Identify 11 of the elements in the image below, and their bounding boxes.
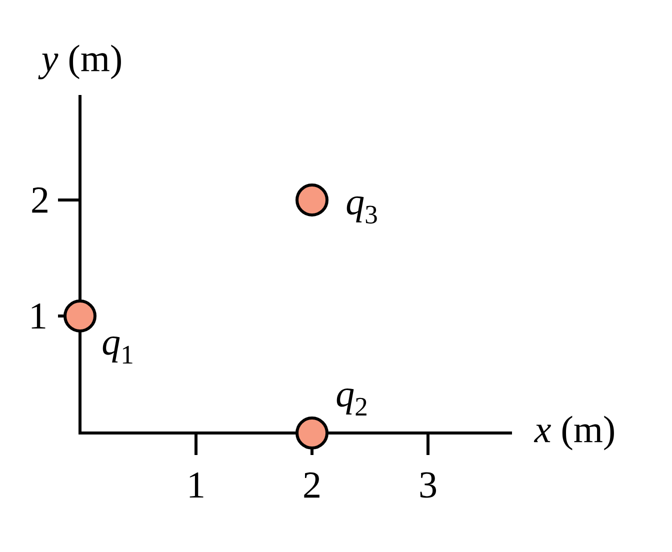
charge: [64, 300, 96, 332]
charge-label: q$_{1}$: [102, 336, 132, 364]
charge: [296, 184, 328, 216]
axis-label: x (m): [534, 416, 614, 450]
charge: [296, 416, 328, 450]
charge-label: q$_{3}$: [346, 196, 377, 224]
tick-label: 3: [420, 472, 436, 498]
axis-label: y (m): [38, 44, 121, 80]
tick-label: 2: [32, 187, 48, 213]
tick-label: 1: [190, 472, 204, 498]
charge-label: q$_{2}$: [336, 388, 366, 416]
